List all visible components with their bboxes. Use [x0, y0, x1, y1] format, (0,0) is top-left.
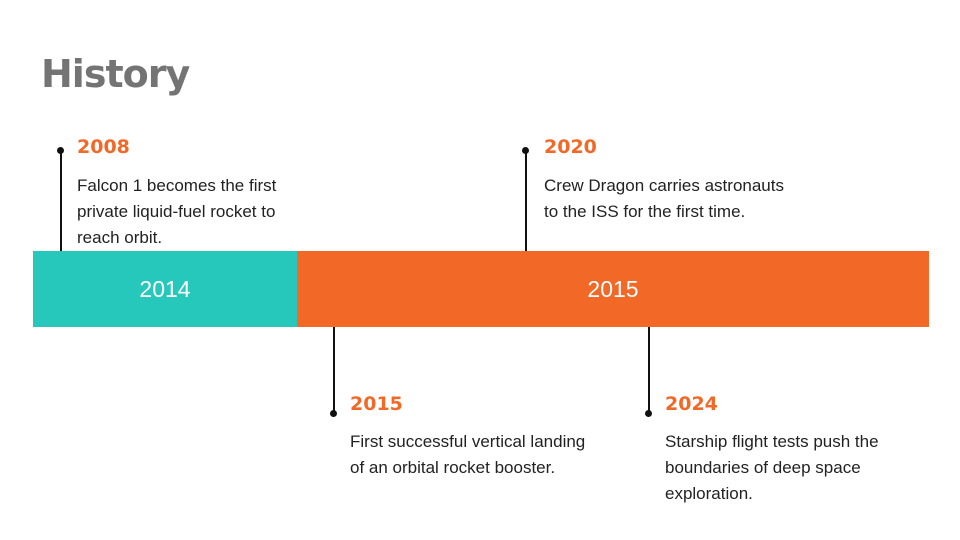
event-description: First successful vertical landing of an … [350, 432, 586, 477]
timeline-bar-label: 2015 [587, 275, 639, 302]
event-marker-dot [57, 147, 64, 154]
event-description: Crew Dragon carries astronauts to the IS… [544, 176, 784, 221]
event-marker-dot [645, 410, 652, 417]
timeline-bar-2014: 2014 [33, 251, 297, 327]
event-year: 2008 [77, 136, 130, 158]
event-connector-line [648, 327, 650, 413]
event-connector-line [333, 327, 335, 413]
event-connector-line [60, 151, 62, 251]
page-title: History [41, 52, 190, 96]
event-year: 2020 [544, 136, 597, 158]
timeline-bar-2015: 2015 [297, 251, 929, 327]
event-description: Falcon 1 becomes the first private liqui… [77, 176, 277, 247]
event-connector-line [525, 151, 527, 251]
event-marker-dot [522, 147, 529, 154]
event-year: 2015 [350, 393, 403, 415]
event-year: 2024 [665, 393, 718, 415]
timeline-bar-label: 2014 [139, 275, 191, 302]
event-marker-dot [330, 410, 337, 417]
event-description: Starship flight tests push the boundarie… [665, 432, 879, 503]
